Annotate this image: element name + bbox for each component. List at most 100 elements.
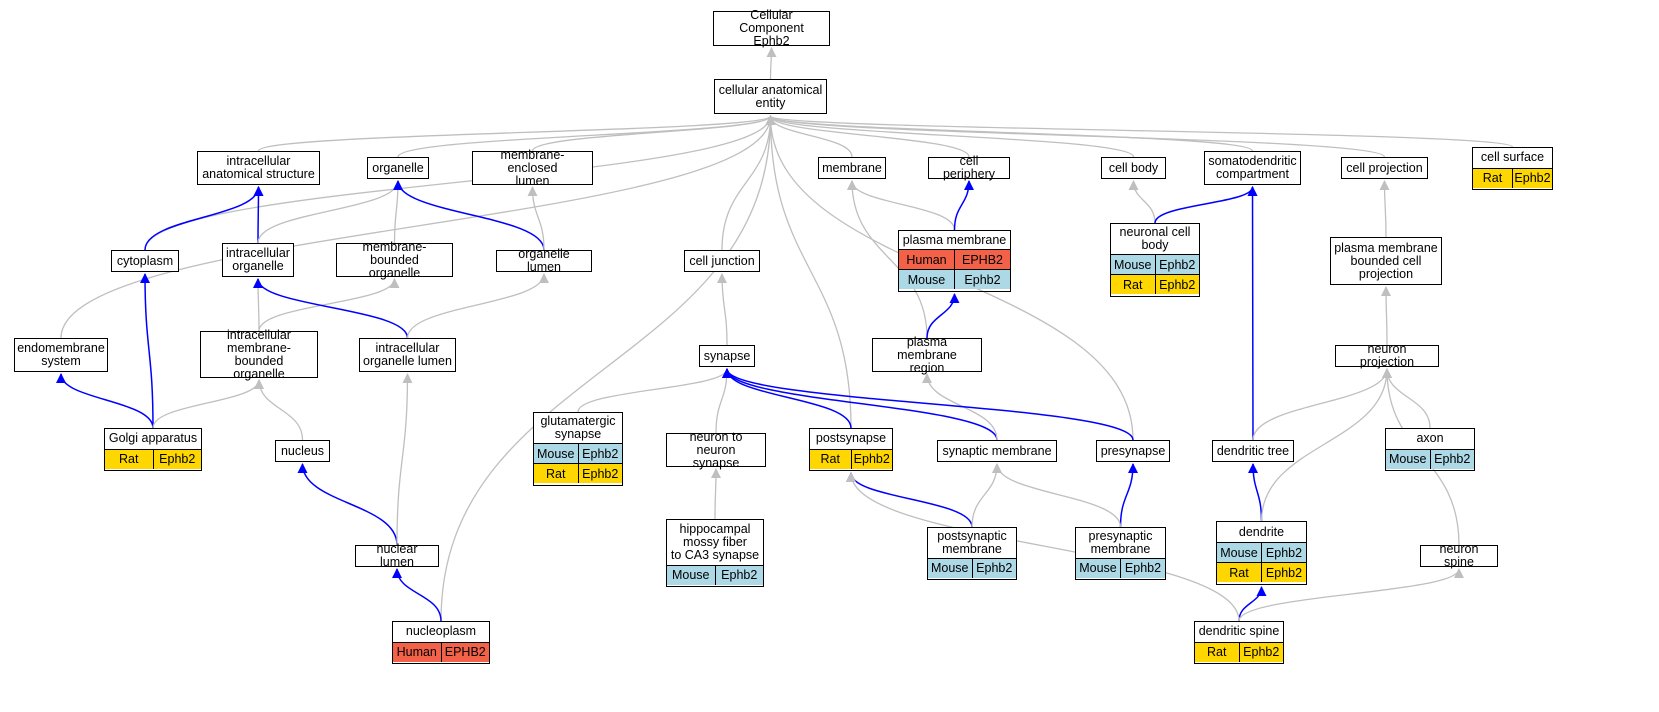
species-cell: Rat (1482, 171, 1503, 185)
edge-synapse-to-junction (717, 273, 728, 346)
edge-cytoplasm-to-ias (144, 186, 264, 251)
node-title: axon (1386, 429, 1474, 449)
species-cell: Mouse (930, 561, 969, 575)
node-glutamatergic-synapse[interactable]: glutamatergic synapse Mouse Ephb2 Rat Ep… (533, 412, 623, 486)
gene-cell: Ephb2 (1238, 642, 1284, 662)
edge-ol-to-mel (527, 186, 545, 251)
node-hippocampal-mossy-fiber-to-ca3-synapse[interactable]: hippocampal mossy fiber to CA3 synapse M… (666, 519, 764, 587)
edge-presyn-to-synapse (722, 368, 1134, 441)
edge-cellproj-to-cae (765, 115, 1386, 158)
gene-cell: Ephb2 (152, 449, 202, 469)
annotation-row-mouse: Mouse Ephb2 (667, 564, 763, 585)
gene-cell: EPHB2 (954, 250, 1010, 269)
edge-junction-to-cae (721, 115, 776, 251)
node-presynaptic-membrane[interactable]: presynaptic membrane Mouse Ephb2 (1075, 527, 1166, 580)
node-intracellular-membrane-bounded-organelle[interactable]: intracellular membrane-bounded organelle (200, 328, 318, 380)
edge-imbo-to-io (253, 278, 264, 332)
edge-dendrite-to-nproj (1260, 368, 1392, 522)
annotation-row-mouse: Mouse Ephb2 (899, 269, 1010, 289)
annotation-row-mouse: Mouse Ephb2 (1386, 448, 1474, 469)
annotation-row-mouse: Mouse Ephb2 (1217, 542, 1306, 562)
edge-nproj-to-pmbcp (1381, 286, 1392, 346)
node-membrane[interactable]: membrane (818, 157, 886, 179)
species-cell: Mouse (671, 568, 710, 582)
edge-dtree-to-somato (1247, 186, 1258, 441)
gene-cell: Ephb2 (577, 444, 623, 463)
node-neuron-projection[interactable]: neuron projection (1335, 343, 1439, 369)
edge-endo-to-cae (60, 115, 776, 339)
node-nuclear-lumen[interactable]: nuclear lumen (355, 543, 439, 569)
annotation-row-mouse: Mouse Ephb2 (1111, 254, 1199, 274)
node-intracellular-organelle-lumen[interactable]: intracellular organelle lumen (359, 338, 456, 372)
annotation-row-human: Human EPHB2 (899, 249, 1010, 269)
node-plasma-membrane[interactable]: plasma membrane Human EPHB2 Mouse Ephb2 (898, 230, 1011, 292)
gene-cell: Ephb2 (1261, 543, 1306, 562)
node-neuronal-cell-body[interactable]: neuronal cell body Mouse Ephb2 Rat Ephb2 (1110, 223, 1200, 297)
annotation-row-human: Human EPHB2 (393, 641, 490, 662)
node-postsynaptic-membrane[interactable]: postsynaptic membrane Mouse Ephb2 (927, 527, 1017, 580)
edge-prem-to-presyn (1119, 463, 1138, 528)
edge-mbo-to-organelle (392, 180, 403, 244)
edge-golgi-to-endo (56, 373, 154, 429)
node-title: cell surface (1473, 148, 1552, 168)
node-plasma-membrane-region[interactable]: plasma membrane region (872, 335, 982, 374)
species-cell: Rat (1229, 565, 1249, 580)
gene-cell: EPHB2 (440, 642, 490, 662)
node-cell-junction[interactable]: cell junction (684, 250, 760, 272)
annotation-row-rat: Rat Ephb2 (534, 463, 622, 483)
node-title: plasma membrane (899, 231, 1010, 249)
node-dendritic-spine[interactable]: dendritic spine Rat Ephb2 (1194, 621, 1284, 664)
node-organelle[interactable]: organelle (367, 157, 429, 179)
node-dendrite[interactable]: dendrite Mouse Ephb2 Rat Ephb2 (1216, 521, 1307, 585)
node-intracellular-organelle[interactable]: intracellular organelle (222, 243, 294, 277)
node-postsynapse[interactable]: postsynapse Rat Ephb2 (809, 428, 893, 471)
node-axon[interactable]: axon Mouse Ephb2 (1385, 428, 1475, 471)
species-cell: Mouse (1220, 545, 1258, 560)
edge-dspine-to-nspine (1238, 568, 1464, 622)
node-synapse[interactable]: synapse (699, 345, 755, 367)
species-cell: Mouse (907, 272, 946, 287)
edge-io-to-organelle (257, 180, 403, 244)
node-cytoplasm[interactable]: cytoplasm (111, 250, 179, 272)
node-cellular-component[interactable]: Cellular Component Ephb2 (713, 9, 830, 48)
node-plasma-membrane-bounded-cell-projection[interactable]: plasma membrane bounded cell projection (1330, 237, 1442, 285)
gene-cell: Ephb2 (1154, 275, 1200, 294)
node-organelle-lumen[interactable]: organelle lumen (496, 248, 592, 274)
edge-pm-to-periphery (953, 180, 974, 231)
node-golgi-apparatus[interactable]: Golgi apparatus Rat Ephb2 (104, 428, 202, 471)
node-cell-surface[interactable]: cell surface Rat Ephb2 (1472, 147, 1553, 190)
edge-nucleoplasm-to-cae (440, 115, 776, 622)
node-nucleoplasm[interactable]: nucleoplasm Human EPHB2 (392, 621, 490, 664)
node-endomembrane-system[interactable]: endomembrane system (14, 338, 108, 372)
gene-cell: Ephb2 (954, 270, 1010, 289)
node-cell-periphery[interactable]: cell periphery (928, 155, 1010, 181)
node-neuron-to-neuron-synapse[interactable]: neuron to neuron synapse (666, 430, 766, 469)
species-cell: Mouse (1388, 452, 1427, 466)
node-title: neuronal cell body (1111, 224, 1199, 254)
node-cell-body[interactable]: cell body (1101, 157, 1166, 179)
node-dendritic-tree[interactable]: dendritic tree (1212, 440, 1294, 462)
edge-synmem-to-synapse (722, 368, 998, 441)
edge-imbo-to-mbo (258, 278, 400, 332)
species-cell: Rat (1123, 277, 1143, 292)
edge-dspine-to-postsyn (846, 472, 1240, 622)
species-cell: Mouse (1079, 561, 1117, 575)
edge-cellbody-to-cae (765, 115, 1135, 158)
node-somatodendritic-compartment[interactable]: somatodendritic compartment (1204, 151, 1301, 185)
node-synaptic-membrane[interactable]: synaptic membrane (937, 440, 1057, 462)
node-membrane-bounded-organelle[interactable]: membrane-bounded organelle (336, 240, 453, 279)
node-title: postsynaptic membrane (928, 528, 1016, 558)
node-membrane-enclosed-lumen[interactable]: membrane-enclosed lumen (472, 148, 593, 187)
node-intracellular-anatomical-structure[interactable]: intracellular anatomical structure (197, 151, 320, 185)
node-cell-projection[interactable]: cell projection (1341, 157, 1428, 179)
node-title: dendritic spine (1195, 622, 1283, 642)
node-nucleus[interactable]: nucleus (275, 440, 330, 462)
edge-axon-to-nproj (1382, 368, 1431, 429)
node-presynapse[interactable]: presynapse (1096, 440, 1170, 462)
edge-cae-to-root (766, 47, 777, 80)
annotation-row-rat: Rat Ephb2 (1111, 274, 1199, 294)
node-cellular-anatomical-entity[interactable]: cellular anatomical entity (714, 79, 827, 114)
node-neuron-spine[interactable]: neuron spine (1420, 543, 1498, 569)
